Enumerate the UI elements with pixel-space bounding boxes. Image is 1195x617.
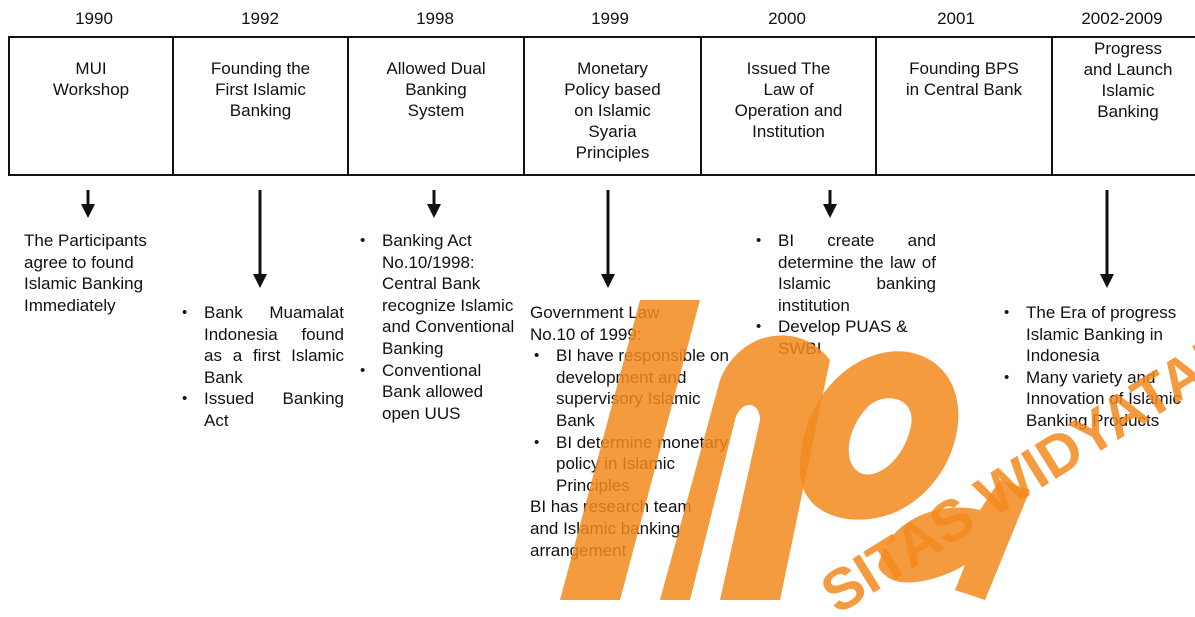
year-1990: 1990: [75, 9, 113, 28]
cell-divider: [1051, 38, 1053, 174]
list-item: Develop PUAS & SWBI: [752, 316, 936, 359]
detail-1998: Banking Act No.10/1998: Central Bank rec…: [356, 230, 516, 424]
cell-divider: [347, 38, 349, 174]
arrow-1999: [598, 190, 618, 288]
cell-divider: [700, 38, 702, 174]
event-2000: Issued The Law of Operation and Institut…: [734, 59, 843, 141]
event-1990: MUI Workshop: [52, 59, 130, 99]
detail-1999: Government Law No.10 of 1999: BI have re…: [530, 302, 730, 561]
list-item: BI have responsible on development and s…: [530, 345, 730, 431]
event-1999: Monetary Policy based on Islamic Syaria …: [564, 59, 661, 162]
list-item: BI create and determine the law of Islam…: [752, 230, 936, 316]
cell-divider: [523, 38, 525, 174]
arrow-1990: [78, 190, 98, 218]
detail-1999-intro: Government Law No.10 of 1999:: [530, 303, 660, 344]
year-2002-2009: 2002-2009: [1081, 9, 1163, 28]
detail-2002-2009: The Era of progress Islamic Banking in I…: [1000, 302, 1192, 432]
list-item: The Era of progress Islamic Banking in I…: [1000, 302, 1192, 367]
list-item: BI determine monetary policy in Islamic …: [530, 432, 730, 497]
list-item: Bank Muamalat Indonesia found as a first…: [178, 302, 344, 388]
year-1999: 1999: [591, 9, 629, 28]
timeline-box: MUI Workshop Founding the First Islamic …: [8, 36, 1195, 176]
detail-1990: The Participants agree to found Islamic …: [24, 231, 147, 315]
event-2002-2009: Progress and Launch Islamic Banking: [1083, 39, 1173, 121]
year-1998: 1998: [416, 9, 454, 28]
event-1992: Founding the First Islamic Banking: [210, 59, 311, 120]
event-1998: Allowed Dual Banking System: [386, 59, 486, 120]
detail-1999-outro: BI has research team and Islamic banking…: [530, 497, 692, 560]
list-item: Many variety and Innovation of Islamic B…: [1000, 367, 1192, 432]
list-item: Banking Act No.10/1998: Central Bank rec…: [356, 230, 516, 360]
arrow-1998: [424, 190, 444, 218]
detail-1992: Bank Muamalat Indonesia found as a first…: [178, 302, 344, 432]
cell-divider: [875, 38, 877, 174]
list-item: Issued Banking Act: [178, 388, 344, 431]
arrow-1992: [250, 190, 270, 288]
year-2000: 2000: [768, 9, 806, 28]
year-2001: 2001: [937, 9, 975, 28]
list-item: Conventional Bank allowed open UUS: [356, 360, 516, 425]
event-2001: Founding BPS in Central Bank: [905, 59, 1023, 99]
detail-2000: BI create and determine the law of Islam…: [752, 230, 936, 360]
cell-divider: [172, 38, 174, 174]
arrow-2000: [820, 190, 840, 218]
arrow-2002-2009: [1097, 190, 1117, 288]
year-1992: 1992: [241, 9, 279, 28]
